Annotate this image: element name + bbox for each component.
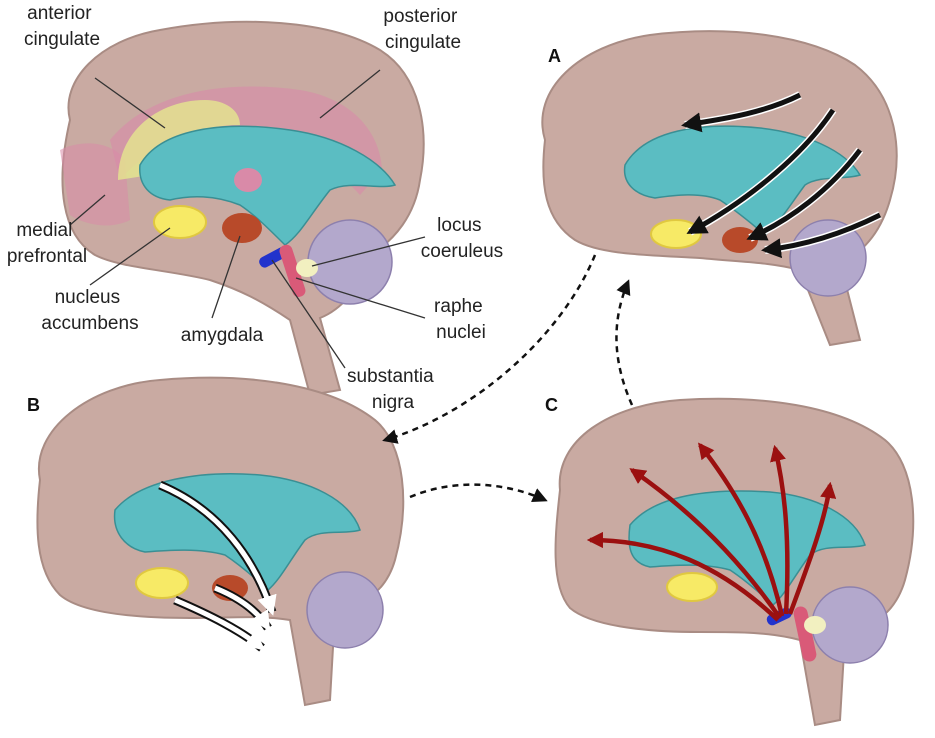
amygdala-blob bbox=[222, 213, 262, 243]
brain-panel-a: A bbox=[541, 30, 898, 347]
label-locus-coeruleus: locus coeruleus bbox=[421, 215, 503, 262]
nucleus-accumbens-blob bbox=[135, 567, 189, 599]
locus-coeruleus-blob bbox=[296, 259, 318, 277]
label-substantia-nigra: substantia nigra bbox=[347, 366, 439, 413]
cerebellum bbox=[789, 219, 867, 297]
label-medial-prefrontal: medial prefrontal bbox=[7, 220, 87, 267]
arrow-a3 bbox=[746, 148, 862, 241]
arrow-a4 bbox=[761, 212, 882, 259]
arrow-c3 bbox=[698, 442, 785, 617]
arrow-c5 bbox=[787, 481, 837, 615]
leader-locus-coeruleus bbox=[311, 236, 426, 267]
label-posterior-cingulate: posterior cingulate bbox=[383, 6, 462, 53]
leader-anterior-cingulate bbox=[94, 77, 166, 129]
arrow-a1 bbox=[681, 92, 802, 133]
arrow-b1 bbox=[159, 482, 277, 616]
leader-amygdala bbox=[211, 235, 241, 319]
label-nucleus-accumbens: nucleus accumbens bbox=[41, 287, 138, 334]
leader-medial-prefrontal bbox=[69, 194, 106, 226]
cycle-arrow-c-to-a bbox=[615, 279, 634, 406]
label-anterior-cingulate: anterior cingulate bbox=[24, 3, 100, 50]
nucleus-accumbens-blob bbox=[666, 572, 718, 602]
arrow-a2 bbox=[686, 108, 836, 235]
arrow-c2 bbox=[629, 468, 782, 620]
brain-panel-b: B bbox=[27, 376, 405, 707]
brain-panel-c: C bbox=[545, 395, 915, 727]
brain-labeled: anterior cingulate posterior cingulate m… bbox=[7, 3, 503, 413]
panel-label-a: A bbox=[548, 46, 561, 66]
thalamus-opening bbox=[234, 168, 262, 192]
ventricle bbox=[139, 125, 397, 246]
ventricle bbox=[113, 473, 361, 591]
arrow-c4 bbox=[770, 444, 790, 615]
cycle-arrow-b-to-c bbox=[409, 483, 548, 502]
raphe-nuclei-blob bbox=[279, 244, 306, 297]
cerebellum bbox=[307, 219, 393, 305]
cycle-arrow-a-to-b bbox=[382, 254, 597, 444]
label-raphe-nuclei: raphe nuclei bbox=[434, 296, 488, 343]
leader-posterior-cingulate bbox=[319, 69, 381, 119]
panel-label-b: B bbox=[27, 395, 40, 415]
ventricle bbox=[628, 490, 866, 606]
label-amygdala: amygdala bbox=[181, 325, 264, 346]
panel-label-c: C bbox=[545, 395, 558, 415]
cerebellum bbox=[306, 571, 384, 649]
raphe-nuclei-blob bbox=[793, 606, 817, 662]
locus-coeruleus-blob bbox=[804, 616, 826, 634]
arrow-c1 bbox=[586, 531, 780, 622]
arrow-b2 bbox=[214, 585, 271, 632]
leader-substantia-nigra bbox=[271, 259, 346, 369]
leader-nucleus-accumbens bbox=[89, 227, 171, 286]
medial-prefrontal-region bbox=[60, 143, 130, 226]
leader-raphe-nuclei bbox=[295, 277, 426, 319]
arrow-b3 bbox=[174, 597, 266, 651]
